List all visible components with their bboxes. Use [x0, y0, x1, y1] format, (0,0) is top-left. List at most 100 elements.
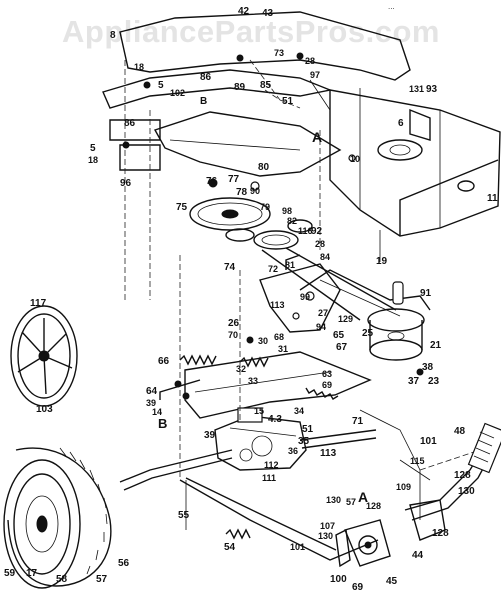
callout-54: 54	[224, 542, 236, 553]
callout-130-b: 130	[326, 495, 341, 505]
callout-128-c: 128	[432, 528, 449, 539]
transaxle-frame	[159, 351, 372, 419]
rods-and-cables	[179, 79, 431, 561]
pulley-assembly	[189, 197, 431, 361]
callout-80: 80	[258, 162, 270, 173]
pedal-assembly	[335, 422, 501, 568]
callout-128: 128	[454, 470, 471, 481]
callout-a-top: A	[312, 129, 322, 145]
callout-26: 26	[228, 318, 240, 329]
callout-75: 75	[176, 202, 188, 213]
callout-34: 34	[294, 406, 304, 416]
callout-66: 66	[158, 356, 170, 367]
callout-10: 10	[350, 154, 360, 164]
callout-b-top: B	[200, 96, 207, 107]
callout-55: 55	[178, 510, 190, 521]
alignment-lines	[124, 59, 481, 480]
callout-57-b: 57	[96, 574, 108, 585]
callout-a-lower: A	[358, 489, 368, 505]
callout-28-b: 28	[315, 239, 325, 249]
callout-27: 27	[318, 308, 328, 318]
callout-42: 42	[238, 6, 250, 17]
callout-38: 38	[422, 362, 434, 373]
callout-labels: 42 43 28 97 86 89 85 51 73 18 5 102 B 86…	[4, 6, 498, 593]
callout-93: 93	[426, 84, 438, 95]
callout-51: 51	[282, 96, 294, 107]
callout-17: 17	[26, 568, 38, 579]
callout-72: 72	[268, 264, 278, 274]
callout-94: 94	[316, 322, 326, 332]
callout-18: 18	[134, 62, 144, 72]
callout-85: 85	[260, 80, 272, 91]
callout-113-b: 113	[320, 448, 337, 459]
callout-86: 86	[200, 72, 212, 83]
callout-71: 71	[352, 416, 364, 427]
callout-30: 30	[258, 336, 268, 346]
callout-58: 58	[56, 574, 68, 585]
callout-64: 64	[146, 386, 158, 397]
callout-115: 115	[410, 456, 425, 466]
callout-15: 15	[254, 406, 264, 416]
callout-33: 33	[248, 376, 258, 386]
callout-117: 117	[30, 298, 47, 309]
callout-73: 73	[274, 48, 284, 58]
callout-92: 92	[311, 226, 323, 237]
springs	[179, 354, 339, 540]
callout-109: 109	[396, 482, 411, 492]
callout-69: 69	[322, 380, 332, 390]
transmission	[119, 407, 377, 530]
callout-14: 14	[152, 407, 162, 417]
callout-23: 23	[428, 376, 440, 387]
callout-81: 81	[285, 260, 295, 270]
callout-101-b: 101	[290, 542, 305, 552]
callout-11: 11	[487, 193, 498, 204]
callout-76: 76	[206, 176, 218, 187]
callout-91: 91	[420, 288, 432, 299]
callout-67: 67	[336, 342, 348, 353]
callout-56: 56	[118, 558, 130, 569]
callout-65: 65	[333, 330, 345, 341]
callout-19: 19	[376, 256, 388, 267]
callout-113: 113	[270, 300, 285, 310]
top-code: ...	[388, 2, 395, 11]
callout-21: 21	[430, 340, 442, 351]
callout-99: 99	[300, 292, 310, 302]
callout-131: 131	[409, 84, 424, 94]
callout-69-b: 69	[352, 582, 364, 593]
callout-68: 68	[274, 332, 284, 342]
callout-84: 84	[320, 252, 330, 262]
callout-44: 44	[412, 550, 424, 561]
callout-43: 43	[262, 8, 274, 19]
callout-8: 8	[110, 30, 116, 41]
callout-74: 74	[224, 262, 236, 273]
callout-111: 111	[262, 473, 276, 483]
callout-b-lower: B	[158, 416, 167, 431]
callout-130: 130	[458, 486, 475, 497]
callout-51-b: 51	[302, 424, 314, 435]
callout-57: 57	[346, 497, 356, 507]
callout-48: 48	[454, 426, 466, 437]
callout-35: 35	[298, 436, 310, 447]
callout-5: 5	[158, 80, 164, 91]
callout-6: 6	[398, 118, 404, 129]
callout-25: 25	[362, 328, 374, 339]
callout-31: 31	[278, 344, 288, 354]
foot-plate	[109, 111, 342, 177]
wheel-cover	[10, 305, 78, 407]
callout-86-b: 86	[124, 118, 136, 129]
callout-70: 70	[228, 330, 238, 340]
callout-39-b: 39	[204, 430, 216, 441]
callout-39: 39	[146, 398, 156, 408]
callout-36: 36	[288, 446, 298, 456]
callout-90: 90	[250, 186, 260, 196]
callout-103: 103	[36, 404, 53, 415]
callout-28: 28	[305, 56, 315, 66]
idler-bracket	[259, 254, 341, 333]
callout-129: 129	[338, 314, 353, 324]
callout-82: 82	[287, 216, 297, 226]
callout-128-b: 128	[366, 501, 381, 511]
callout-100: 100	[330, 574, 347, 585]
callout-45: 45	[386, 576, 398, 587]
